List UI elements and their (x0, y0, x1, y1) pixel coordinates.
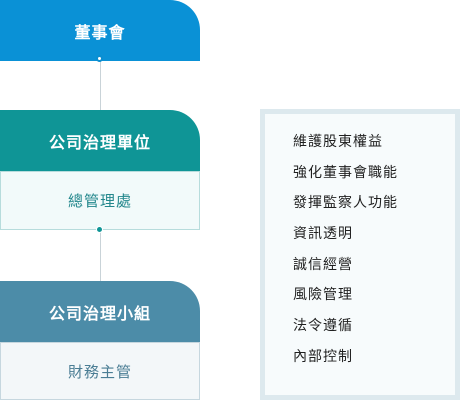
duty-item: 資訊透明 (293, 226, 353, 243)
governance-team-node: 公司治理小組 (0, 281, 200, 342)
governance-team-label: 公司治理小組 (48, 303, 151, 323)
connector-unit-to-team (100, 230, 101, 281)
duty-item: 誠信經營 (293, 256, 353, 273)
duty-item: 法令遵循 (293, 318, 353, 335)
governance-team-sub-node: 財務主管 (0, 342, 200, 400)
governance-unit-sub-node: 總管理處 (0, 171, 200, 230)
duty-item: 維護股東權益 (293, 134, 383, 150)
duty-item: 發揮監察人功能 (293, 195, 398, 212)
duties-list: 維護股東權益 強化董事會職能 發揮監察人功能 資訊透明 誠信經營 風險管理 法令… (265, 114, 455, 373)
board-label: 董事會 (74, 22, 126, 42)
duty-item: 內部控制 (293, 348, 353, 365)
governance-unit-node: 公司治理單位 (0, 110, 200, 171)
board-node: 董事會 (0, 0, 200, 61)
connector-dot-top (96, 55, 103, 62)
duties-panel: 維護股東權益 強化董事會職能 發揮監察人功能 資訊透明 誠信經營 風險管理 法令… (260, 109, 460, 400)
governance-unit-sub-label: 總管理處 (67, 192, 132, 210)
connector-board-to-unit (100, 61, 101, 110)
governance-unit-label: 公司治理單位 (48, 132, 151, 152)
connector-dot-middle (96, 226, 103, 233)
duty-item: 強化董事會職能 (293, 164, 398, 181)
duty-item: 風險管理 (293, 287, 353, 304)
governance-team-sub-label: 財務主管 (67, 362, 132, 381)
